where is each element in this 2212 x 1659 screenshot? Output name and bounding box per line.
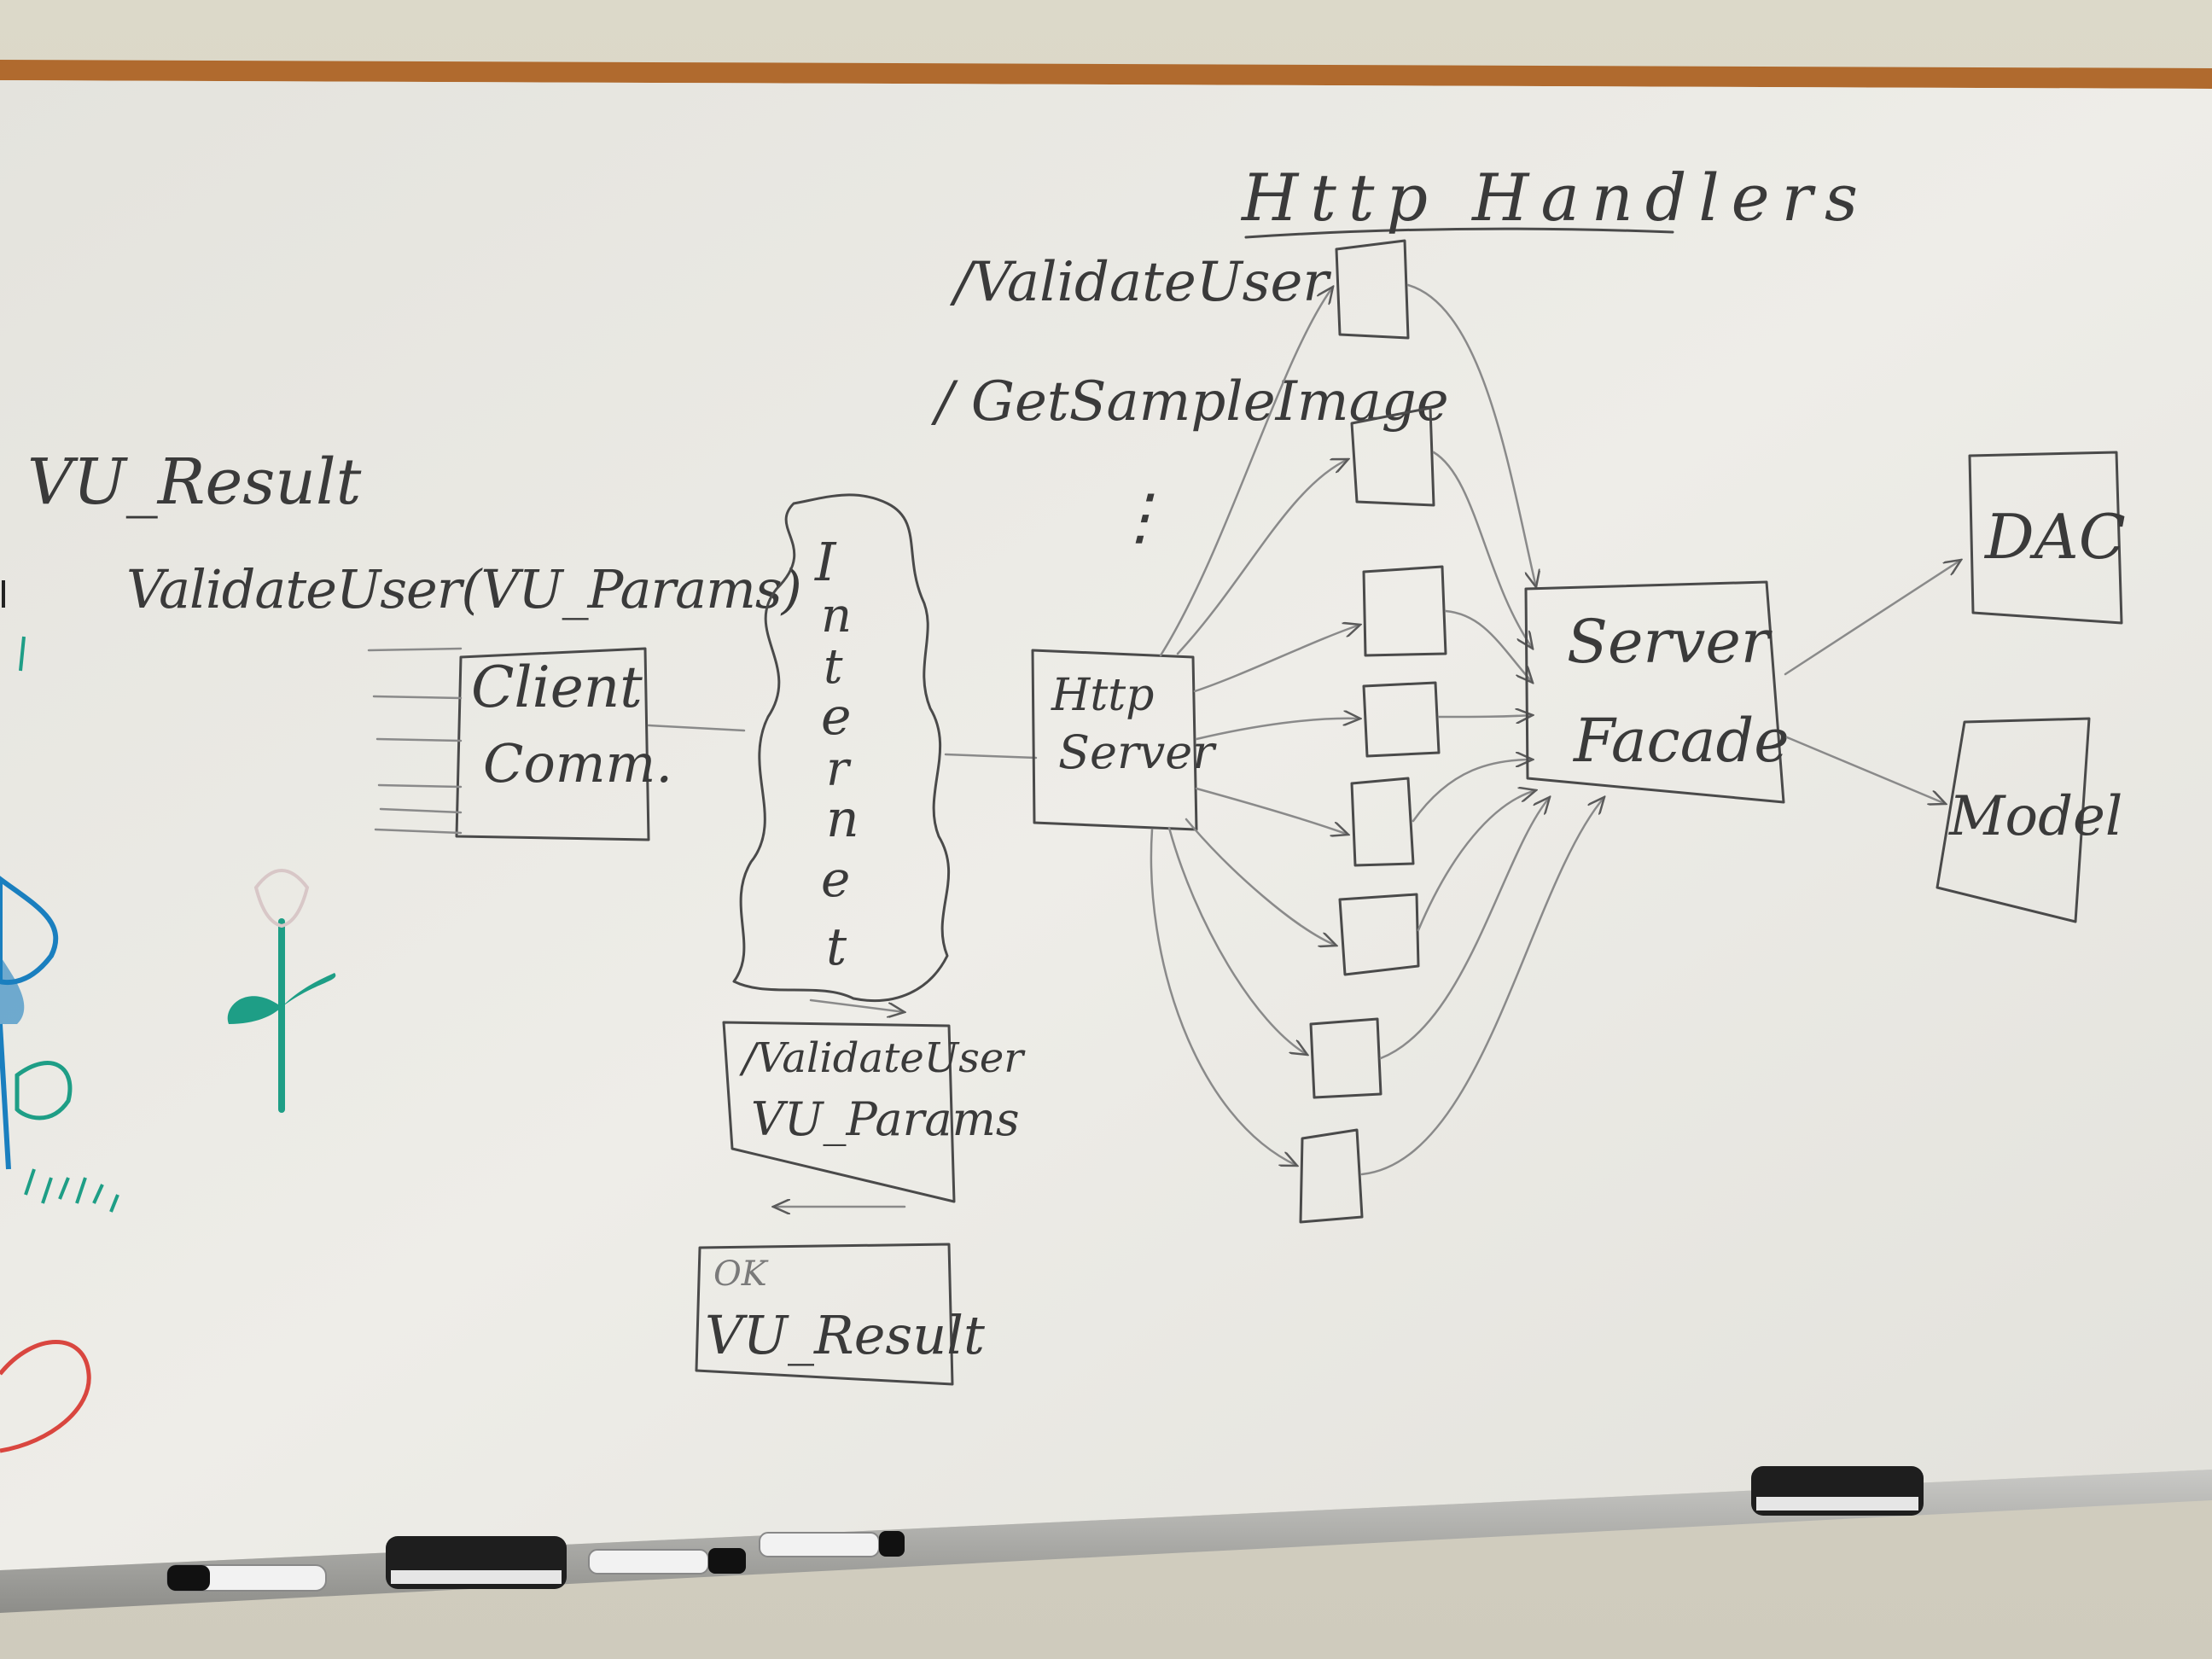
internet-letter-6: n — [826, 789, 859, 849]
handler-validate-user-label: /ValidateUser — [949, 251, 1331, 314]
handler-box-1 — [1335, 239, 1410, 340]
dac-box: DAC — [1968, 451, 2126, 625]
request-packet: /ValidateUser VU_Params — [722, 1021, 1026, 1203]
http-server-label-2: Server — [1058, 725, 1217, 779]
arrow-facade-model — [1785, 736, 1946, 804]
response-packet: OK VU_Result — [695, 1243, 985, 1386]
internet-cloud: I n t e r n e t — [732, 493, 951, 1003]
marker-2[interactable] — [588, 1548, 746, 1575]
handler-box-4 — [1362, 681, 1441, 758]
server-facade-label-1: Server — [1567, 607, 1773, 677]
client-comm-box: Client Comm. — [367, 647, 672, 841]
line-internet-http — [944, 753, 1038, 760]
internet-letter-8: t — [826, 917, 847, 977]
eraser-left[interactable] — [386, 1536, 567, 1589]
board-frame-wood — [0, 60, 2212, 89]
handler-box-5 — [1350, 777, 1415, 867]
arrow-facade-dac — [1784, 560, 1961, 676]
internet-letter-4: e — [821, 687, 852, 747]
line-client-internet — [647, 724, 746, 732]
http-server-label-1: Http — [1051, 670, 1154, 721]
handler-ellipsis: ⋮ — [1109, 480, 1171, 552]
handler-box-8 — [1299, 1128, 1364, 1224]
handler-get-sample-image-label: / GetSampleImage — [930, 370, 1449, 434]
handler-box-2 — [1350, 406, 1435, 507]
handler-boxes — [1299, 239, 1447, 1224]
eraser-right[interactable] — [1751, 1466, 1924, 1516]
title-underline — [1244, 227, 1674, 239]
marker-1[interactable] — [166, 1564, 327, 1592]
arrows-server-to-handlers — [1150, 287, 1360, 1166]
response-ok-label: OK — [713, 1254, 769, 1294]
arrows-handlers-to-facade — [1360, 283, 1604, 1176]
server-facade-box: Server Facade — [1524, 580, 1790, 804]
handler-box-7 — [1309, 1017, 1382, 1099]
marker-3[interactable] — [759, 1531, 905, 1557]
internet-letter-3: t — [824, 639, 843, 695]
request-label-1: /ValidateUser — [739, 1034, 1026, 1082]
handler-box-6 — [1338, 893, 1420, 976]
internet-letter-7: e — [821, 850, 850, 908]
response-result-label: VU_Result — [705, 1304, 985, 1366]
internet-letter-1: I — [814, 531, 837, 593]
label-vu-result-top: VU_Result — [27, 445, 362, 519]
handler-box-3 — [1362, 565, 1447, 657]
internet-letter-2: n — [821, 588, 852, 643]
request-label-2: VU_Params — [751, 1092, 1020, 1146]
model-label: Model — [1948, 785, 2122, 848]
dac-label: DAC — [1983, 501, 2126, 573]
heart-doodle-red — [0, 1340, 91, 1453]
model-box: Model — [1936, 717, 2122, 923]
http-server-box: Http Server — [1031, 649, 1217, 831]
flower-doodle-teal — [227, 869, 336, 1113]
server-facade-label-2: Facade — [1572, 706, 1790, 776]
client-comm-label-1: Client — [471, 655, 643, 720]
title-http-handlers: Http Handlers — [1240, 160, 1870, 236]
arrow-under-internet — [809, 998, 905, 1012]
left-edge-marks — [2, 580, 26, 672]
internet-letter-5: r — [826, 742, 852, 797]
plant-doodle-blue — [0, 876, 119, 1213]
label-validate-user-call: ValidateUser(VU_Params) — [126, 558, 801, 620]
client-comm-label-2: Comm. — [483, 732, 672, 795]
